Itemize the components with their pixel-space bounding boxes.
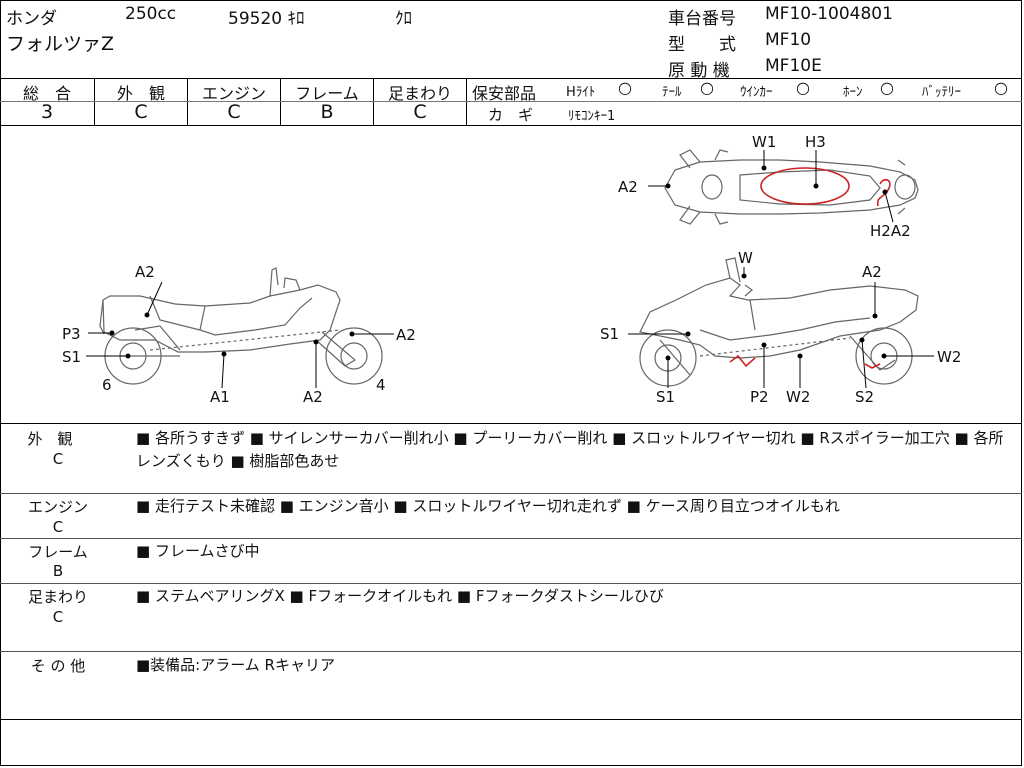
damage-mark-pulley [729, 354, 756, 368]
tag-right-s1-left: S1 [600, 325, 620, 343]
grade-exterior-value: C [134, 101, 148, 123]
section-exterior-grade: C [52, 450, 64, 468]
divider [0, 651, 1022, 652]
divider [0, 583, 1022, 584]
section-engine-text: ■ 走行テスト未確認 ■ エンジン音小 ■ スロットルワイヤー切れ走れず ■ ケ… [136, 497, 840, 515]
tag-top-w1: W1 [752, 133, 777, 151]
divider [0, 719, 1022, 720]
color: ｸﾛ [395, 9, 412, 29]
grade-suspension-label: 足まわり [387, 84, 452, 103]
divider [0, 101, 466, 102]
safety-mark-horn: ○ [880, 78, 894, 97]
section-suspension-text: ■ ステムベアリングX ■ Fフォークオイルもれ ■ Fフォークダストシールひび [136, 587, 664, 605]
section-other-text: ■装備品:アラーム Rキャリア [136, 656, 335, 674]
divider [466, 101, 1022, 102]
safety-mark-battery: ○ [994, 78, 1008, 97]
section-frame-grade: B [52, 562, 64, 580]
grade-engine-value: C [227, 101, 241, 123]
tag-left-a1: A1 [210, 388, 230, 406]
key-label: カ ギ [488, 106, 534, 124]
damage-marks [729, 167, 891, 369]
frame-no: MF10-1004801 [765, 4, 893, 24]
safety-parts-label: 保安部品 [472, 84, 537, 103]
tag-left-6: 6 [102, 376, 112, 394]
divider [0, 125, 1022, 126]
tag-right-p2: P2 [750, 388, 769, 406]
grade-engine-label: エンジン [201, 84, 266, 103]
section-engine-grade: C [52, 518, 64, 536]
frame-no-label: 車台番号 [668, 9, 736, 29]
damage-mark-rear [876, 178, 891, 207]
safety-item-headlight: Hﾗｲﾄ [566, 85, 596, 100]
divider [0, 538, 1022, 539]
grade-total-value: 3 [40, 101, 54, 123]
safety-item-tail: ﾃｰﾙ [662, 85, 682, 100]
section-frame-label: フレーム [28, 543, 88, 561]
grade-total-label: 総 合 [22, 84, 71, 103]
engine-label: 原 動 機 [668, 61, 730, 81]
type-value: MF10 [765, 30, 812, 50]
damage-mark-wheel [864, 363, 881, 369]
tag-top-h2a2: H2A2 [870, 222, 911, 240]
safety-mark-winker: ○ [796, 78, 810, 97]
tag-left-4: 4 [376, 376, 386, 394]
tag-right-w: W [738, 249, 753, 267]
divider [0, 78, 1022, 79]
tag-left-p3: P3 [62, 325, 81, 343]
section-engine-label: エンジン [27, 498, 88, 516]
mileage: 59520 ｷﾛ [228, 9, 305, 29]
grade-suspension-value: C [413, 101, 427, 123]
grade-frame-value: B [320, 101, 334, 123]
engine-value: MF10E [765, 56, 822, 76]
tag-left-a2-bottom: A2 [303, 388, 323, 406]
section-suspension-grade: C [52, 608, 64, 626]
tag-top-a2: A2 [618, 178, 638, 196]
scooter-top-view [664, 149, 919, 225]
section-suspension-label: 足まわり [27, 588, 88, 606]
divider [0, 423, 1022, 424]
model-name: フォルツァZ [6, 33, 115, 55]
grade-exterior-label: 外 観 [116, 84, 165, 103]
section-frame-text: ■ フレームさび中 [136, 542, 260, 560]
section-other-label: そ の 他 [30, 657, 86, 675]
key-value: ﾘﾓｺﾝｷｰ1 [568, 109, 616, 124]
tag-right-w2-bottom: W2 [786, 388, 811, 406]
tag-left-a2-top: A2 [135, 263, 155, 281]
scooter-left-view [99, 267, 383, 385]
section-exterior-label: 外 観 [27, 430, 73, 448]
safety-mark-headlight: ○ [618, 78, 632, 97]
maker: ホンダ [6, 9, 57, 29]
tag-right-s1-bottom: S1 [656, 388, 676, 406]
safety-item-horn: ﾎｰﾝ [843, 85, 863, 100]
type-label: 型 式 [668, 35, 736, 55]
tag-right-s2: S2 [855, 388, 875, 406]
displacement: 250cc [125, 4, 177, 24]
tag-left-s1: S1 [62, 348, 82, 366]
tag-right-a2: A2 [862, 263, 882, 281]
damage-ellipse-seat [760, 167, 850, 205]
tag-left-a2-right: A2 [396, 326, 416, 344]
divider [0, 493, 1022, 494]
safety-item-winker: ｳｲﾝｶｰ [740, 85, 773, 100]
section-exterior-text: ■ 各所うすきず ■ サイレンサーカバー削れ小 ■ プーリーカバー削れ ■ スロ… [136, 429, 1004, 470]
grade-frame-label: フレーム [295, 84, 359, 103]
safety-item-battery: ﾊﾞｯﾃﾘｰ [922, 85, 961, 100]
tag-right-w2: W2 [937, 348, 962, 366]
safety-mark-tail: ○ [700, 78, 714, 97]
tag-top-h3: H3 [805, 133, 826, 151]
